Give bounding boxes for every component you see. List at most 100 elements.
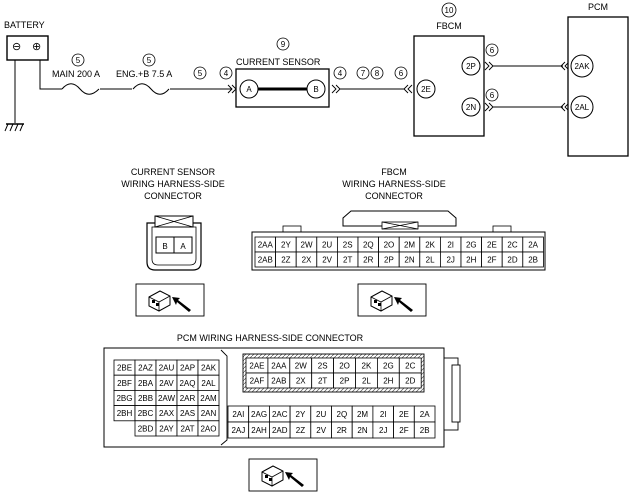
pin-label: 2F <box>399 426 408 435</box>
connector-pin-cell: 2W <box>289 357 313 374</box>
connector-6-bottom-number: 6 <box>490 91 495 100</box>
pin-label: 2AS <box>180 409 195 418</box>
connector-pin-cell: 2Y <box>289 405 312 423</box>
connector-pin-cell: 2AS <box>176 405 199 422</box>
pin-label: 2K <box>362 362 372 371</box>
pin-label: 2J <box>446 256 454 265</box>
connector-pin-cell: 2AO <box>197 420 220 437</box>
pin-label: 2P <box>384 256 394 265</box>
pin-label: 2BB <box>138 394 153 403</box>
connector-pin-cell: 2H <box>460 251 483 268</box>
pin-label: 2F <box>487 256 496 265</box>
pin-label: 2BC <box>138 409 154 418</box>
pin-label: 2B <box>528 256 538 265</box>
pcm-pin-2ak-circle <box>570 54 594 78</box>
pin-label: 2L <box>426 256 435 265</box>
connector-6-bottom-icon <box>484 102 494 112</box>
connector-pin-cell: 2AA <box>267 357 291 374</box>
connector-6-top-icon <box>484 61 494 71</box>
connector-pin-cell: 2Z <box>275 251 297 268</box>
connector-pin-cell: 2S <box>311 357 335 374</box>
pin-label: 2E <box>399 410 409 419</box>
pin-label: 2AI <box>232 410 244 419</box>
pin-label: 2AW <box>158 394 175 403</box>
pin-label: 2AV <box>159 379 174 388</box>
battery-label: BATTERY <box>4 20 45 30</box>
fbcm-connector-title-1: FBCM <box>381 167 407 177</box>
connector-pin-cell: 2BG <box>113 389 136 406</box>
pin-label: 2Z <box>296 426 305 435</box>
pin-label: 2P <box>340 377 350 386</box>
pin-label: 2U <box>322 241 332 250</box>
connector-6-fbcm-icon <box>403 84 413 94</box>
connector-pin-cell: 2BH <box>113 405 136 422</box>
pin-label: 2AO <box>200 424 216 433</box>
pin-label: 2AY <box>159 424 174 433</box>
connector-pin-cell: 2AH <box>248 421 270 439</box>
pin-label: 2AR <box>180 394 196 403</box>
connector-pin-cell: 2N <box>398 251 421 268</box>
connector-pin-cell: 2X <box>289 372 313 389</box>
connector-pin-cell: 2H <box>376 372 400 389</box>
ground-icon <box>4 123 24 132</box>
connector-6-fbcm-circle <box>394 66 408 80</box>
connector-pin-cell: 2AR <box>176 389 199 406</box>
main-fuse-number-circle <box>71 53 85 67</box>
connector-pin-cell: 2AN <box>197 405 220 422</box>
pin-label: 2AP <box>180 364 195 373</box>
fbcm-number-circle <box>441 2 457 18</box>
connector-7-circle <box>356 66 370 80</box>
fbcm-connector-title-2: WIRING HARNESS-SIDE <box>342 179 446 189</box>
connector-pin-cell: 2C <box>501 236 524 253</box>
pin-label: 2I <box>447 241 454 250</box>
pin-label: 2Y <box>296 410 306 419</box>
fbcm-connector-title-3: CONNECTOR <box>365 191 423 201</box>
connector-pin-cell: 2L <box>419 251 441 268</box>
connector-pin-cell: 2T <box>311 372 335 389</box>
eng-fuse-label: ENG.+B 7.5 A <box>116 69 172 79</box>
connector-4-left-number: 4 <box>224 69 229 78</box>
connector-pin-cell: 2Y <box>275 236 297 253</box>
pin-label: 2W <box>295 362 307 371</box>
pin-label: 2AF <box>250 377 265 386</box>
connector-pin-cell: 2I <box>439 236 462 253</box>
pin-label: 2H <box>383 377 393 386</box>
battery-box <box>6 35 49 61</box>
connector-pin-cell: 2O <box>378 236 400 253</box>
battery-negative-icon: ⊖ <box>12 41 21 53</box>
connector-pin-cell: 2AG <box>248 405 270 423</box>
pin-label: 2H <box>466 256 476 265</box>
pin-label: 2BG <box>116 394 132 403</box>
pin-label: 2D <box>405 377 415 386</box>
connector-pin-cell: 2BE <box>113 359 136 376</box>
pin-label: 2T <box>343 256 352 265</box>
cs-connector-title-1: CURRENT SENSOR <box>131 167 216 177</box>
connector-view-icon <box>248 458 318 492</box>
fbcm-pin-2n: 2N <box>466 103 476 112</box>
connector-pin-cell: 2AE <box>245 357 269 374</box>
connector-6-top-number: 6 <box>490 46 495 55</box>
pin-label: 2C <box>405 362 415 371</box>
eng-fuse-icon <box>132 83 170 95</box>
pin-label: 2K <box>425 241 435 250</box>
pin-label: 2Z <box>281 256 290 265</box>
current-sensor-number-circle <box>276 37 290 51</box>
pcm-pin-2al-circle <box>570 95 594 119</box>
eng-fuse-number-circle <box>142 53 156 67</box>
pin-label: 2V <box>322 256 332 265</box>
fbcm-pin-2p-circle <box>461 56 481 76</box>
main-fuse-number: 5 <box>76 56 81 65</box>
connector-pin-cell: 2AB <box>254 251 277 268</box>
pin-label: 2AG <box>251 410 267 419</box>
connector-pin-cell: 2J <box>372 421 394 439</box>
wire-number: 5 <box>198 69 203 78</box>
connector-pin-cell: 2A <box>413 405 436 423</box>
fbcm-label: FBCM <box>436 21 462 31</box>
current-sensor-label: CURRENT SENSOR <box>236 57 321 67</box>
cs-connector-face <box>146 215 202 271</box>
cs-connector-title-2: WIRING HARNESS-SIDE <box>121 179 225 189</box>
pin-label: 2AB <box>271 377 286 386</box>
connector-pin-cell: 2M <box>398 236 421 253</box>
